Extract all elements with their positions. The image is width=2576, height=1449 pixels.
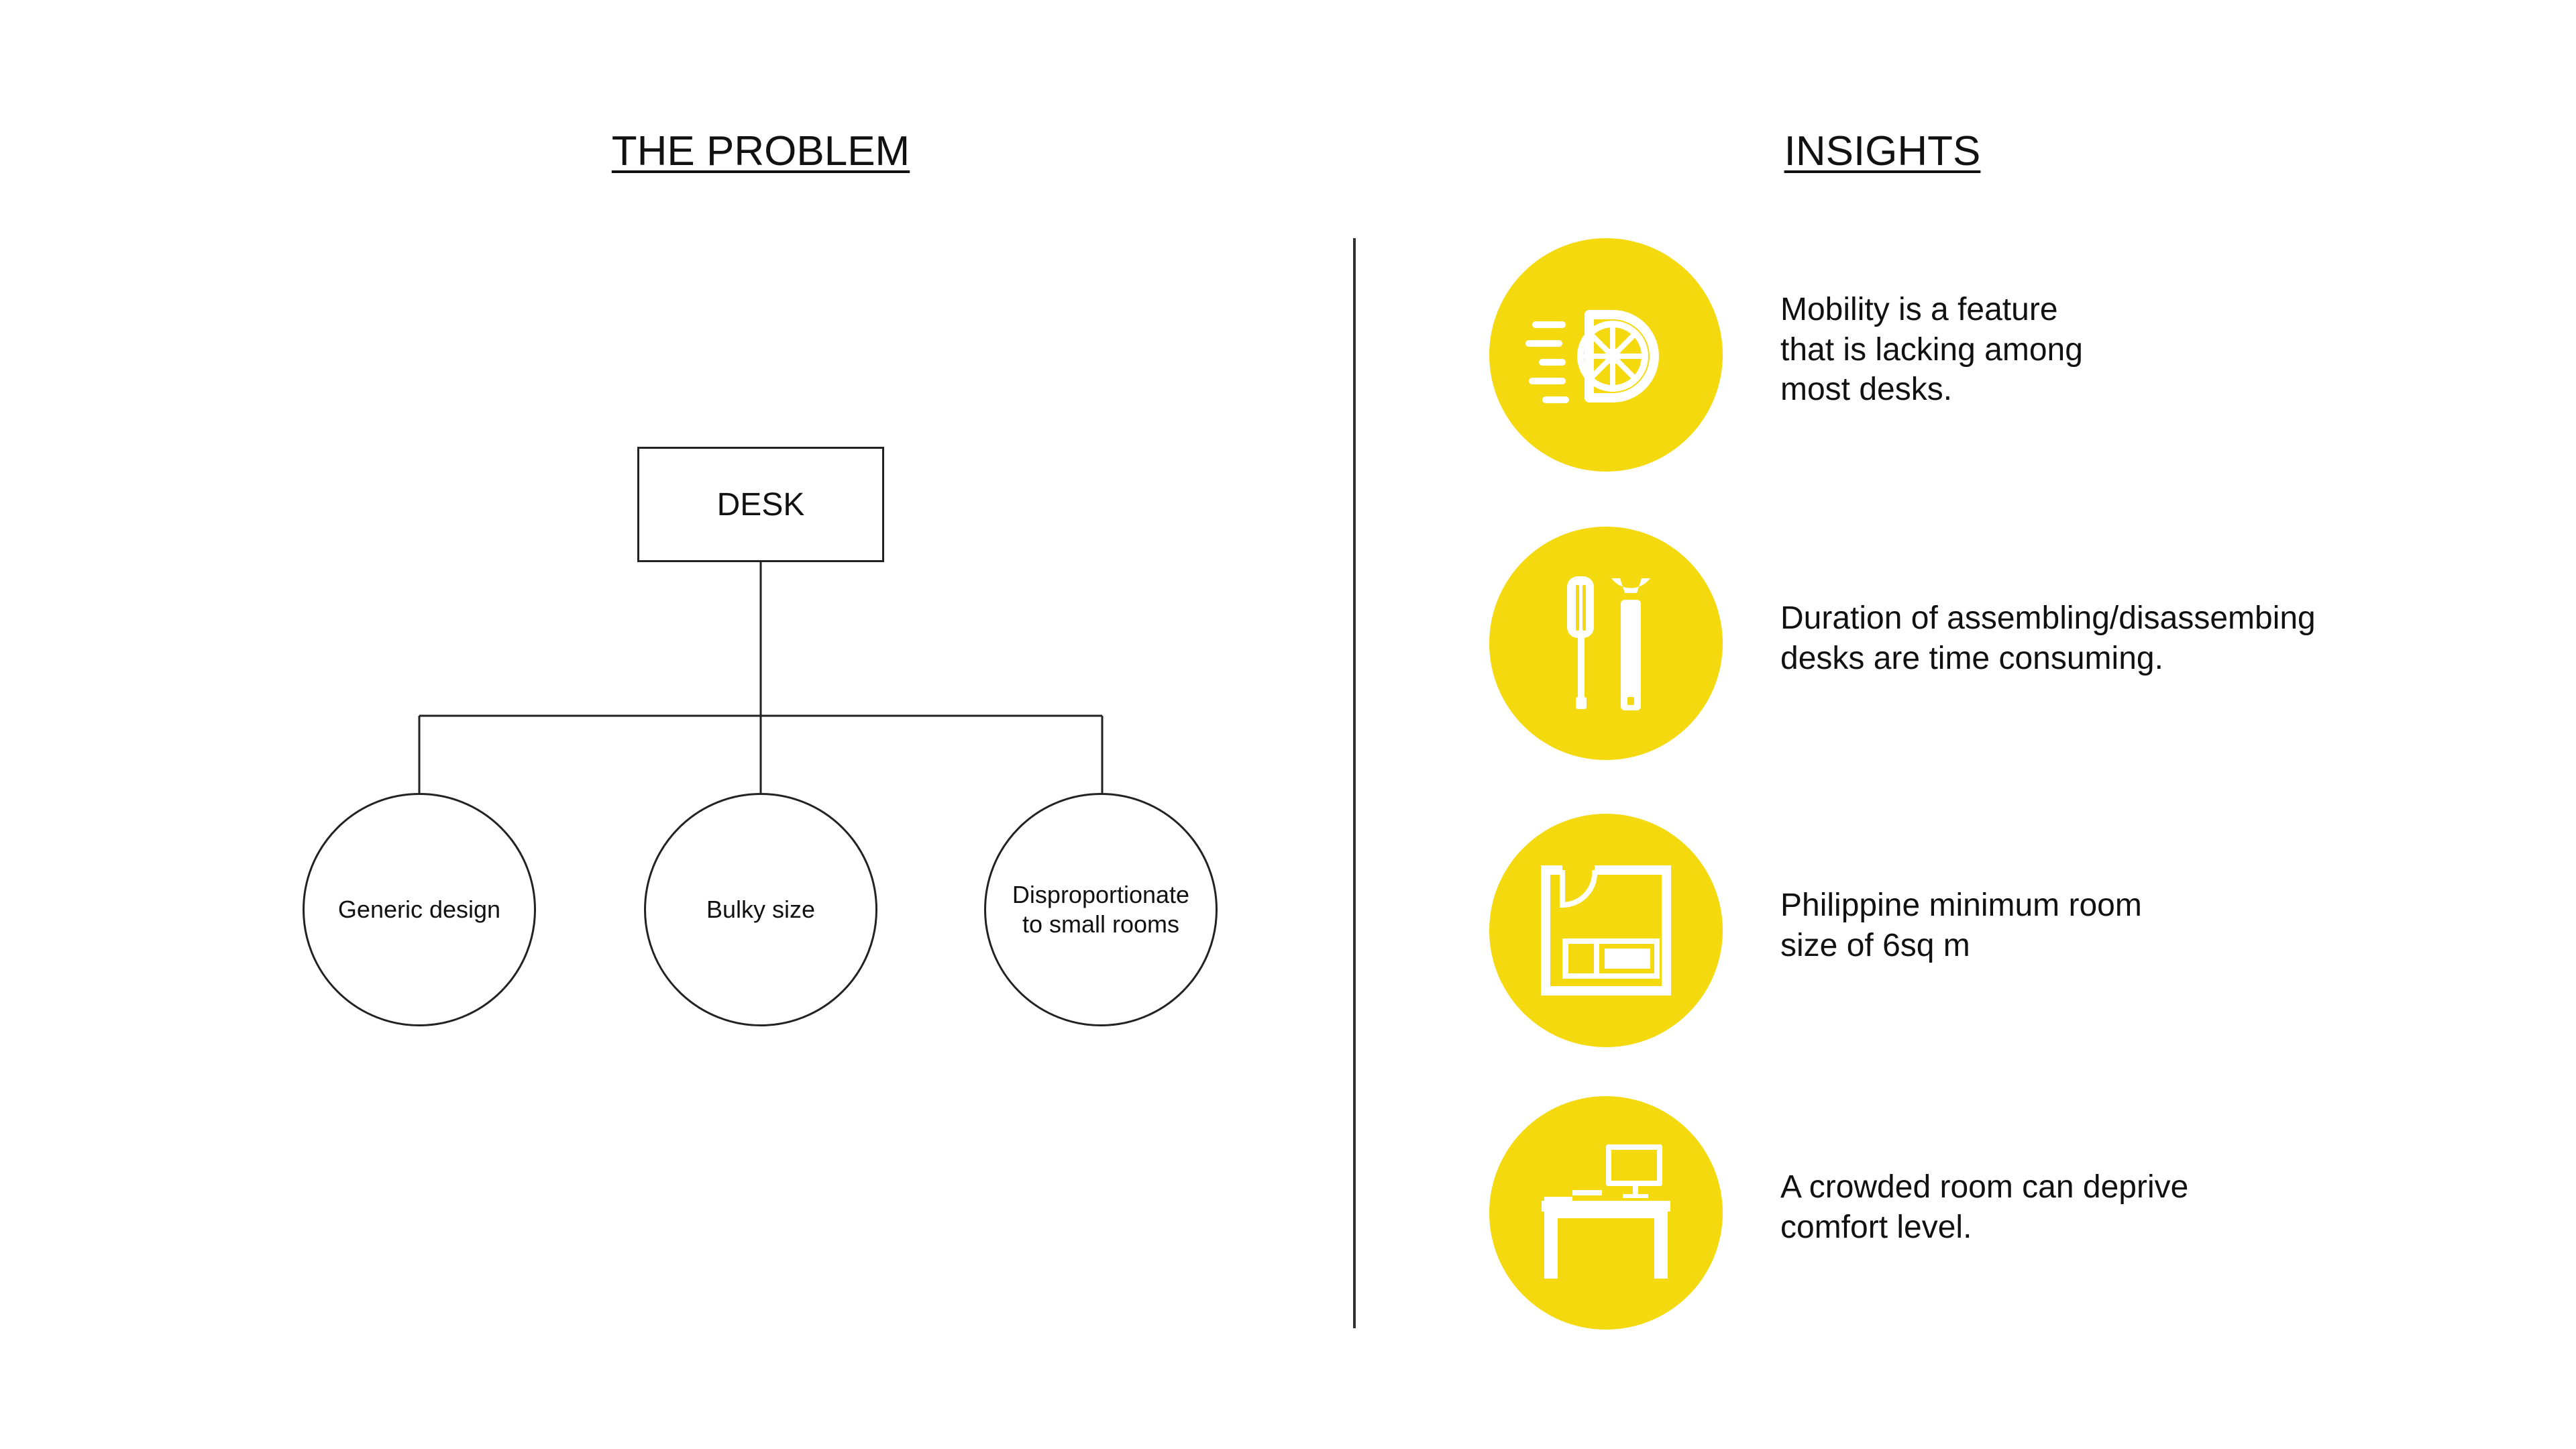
insight-text: Duration of assembling/disassembing desk… [1780, 600, 2316, 676]
insight-icon-circle [1489, 1096, 1723, 1330]
insight-icon-circle [1489, 814, 1723, 1047]
floor-plan-icon [1541, 865, 1671, 996]
problem-title: THE PROBLEM [611, 128, 910, 174]
wheel-icon [1525, 310, 1659, 403]
desk-root-node: DESK [637, 447, 884, 562]
tree-connectors [418, 562, 1104, 793]
problem-node-disproportionate: Disproportionate to small rooms [984, 793, 1218, 1026]
insight-icon-circle [1489, 238, 1723, 472]
tools-icon [1567, 576, 1650, 710]
insight-text: A crowded room can deprive comfort level… [1780, 1169, 2189, 1245]
insight-icon-circle [1489, 527, 1723, 760]
insight-text: Philippine minimum room size of 6sq m [1780, 888, 2142, 963]
section-divider [1353, 238, 1356, 1328]
problem-node-bulky-size: Bulky size [644, 793, 877, 1026]
insights-title: INSIGHTS [1784, 128, 1981, 174]
problem-node-generic-design: Generic design [303, 793, 536, 1026]
insight-text: Mobility is a feature that is lacking am… [1780, 292, 2083, 408]
desk-icon [1542, 1144, 1670, 1279]
